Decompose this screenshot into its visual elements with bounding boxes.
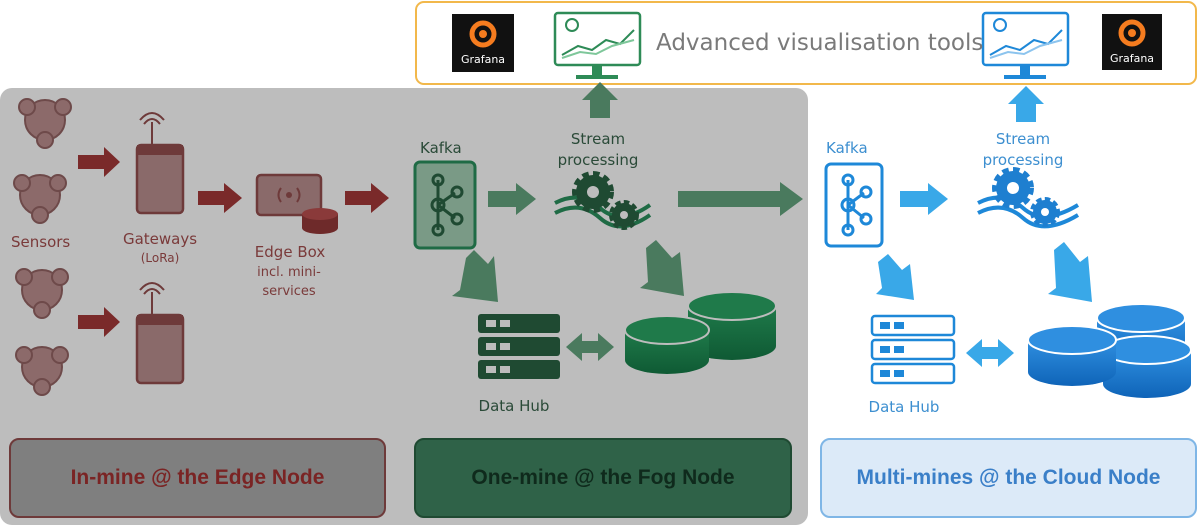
gateway-icon: [135, 282, 185, 385]
database-icon: [624, 291, 777, 374]
arrow-icon: [198, 183, 242, 213]
banner-title: Advanced visualisation tools: [656, 30, 984, 56]
edge-box-icon: [255, 173, 338, 234]
arrow-icon: [488, 183, 536, 215]
cloud-stream-label-2: processing: [982, 151, 1064, 169]
sensor-icon: [13, 174, 67, 224]
arrow-icon: [1008, 86, 1044, 122]
grafana-logo-text: Grafana: [461, 53, 505, 66]
monitor-chart-icon: [981, 11, 1070, 79]
grafana-logo-icon: Grafana: [452, 14, 514, 72]
arrow-icon: [640, 240, 684, 296]
fog-stream-label-1: Stream: [570, 130, 626, 148]
cloud-kafka-label: Kafka: [826, 139, 868, 157]
sensor-icon: [18, 98, 72, 149]
monitor-chart-icon: [553, 11, 642, 79]
gateway-icon: [135, 112, 185, 215]
gateways-sublabel: (LoRa): [140, 251, 180, 265]
database-icon: [1027, 303, 1192, 398]
kafka-icon: [413, 160, 477, 250]
edge-node-footer: In-mine @ the Edge Node: [9, 438, 386, 518]
arrow-icon: [452, 250, 498, 302]
cloud-datahub-label: Data Hub: [868, 398, 940, 416]
arrow-icon: [966, 339, 1014, 367]
arrow-icon: [1048, 242, 1092, 302]
cloud-stream-label-1: Stream: [995, 130, 1051, 148]
gears-icon: [554, 171, 652, 230]
arrow-icon: [678, 182, 803, 216]
gears-icon: [977, 167, 1080, 229]
cloud-node-footer: Multi-mines @ the Cloud Node: [820, 438, 1197, 518]
kafka-icon: [824, 162, 884, 248]
grafana-logo-text: Grafana: [1110, 52, 1154, 65]
arrow-icon: [900, 183, 948, 215]
arrow-icon: [345, 183, 389, 213]
arrow-icon: [582, 82, 618, 118]
arrow-icon: [566, 333, 614, 361]
gateways-label: Gateways: [122, 230, 198, 248]
fog-datahub-label: Data Hub: [478, 397, 550, 415]
sensors-label: Sensors: [11, 233, 71, 251]
sensor-icon: [15, 268, 69, 319]
arrow-icon: [78, 147, 120, 177]
fog-kafka-label: Kafka: [420, 139, 462, 157]
edgebox-sublabel-1: incl. mini-: [257, 265, 321, 280]
sensor-icon: [15, 346, 69, 396]
fog-node-footer: One-mine @ the Fog Node: [414, 438, 792, 518]
fog-stream-label-2: processing: [557, 151, 639, 169]
edgebox-label: Edge Box: [254, 243, 326, 261]
edgebox-sublabel-2: services: [262, 284, 316, 299]
server-icon: [870, 314, 956, 385]
grafana-logo-icon: Grafana: [1102, 14, 1162, 70]
arrow-icon: [78, 307, 120, 337]
server-icon: [478, 314, 560, 379]
arrow-icon: [876, 254, 914, 300]
